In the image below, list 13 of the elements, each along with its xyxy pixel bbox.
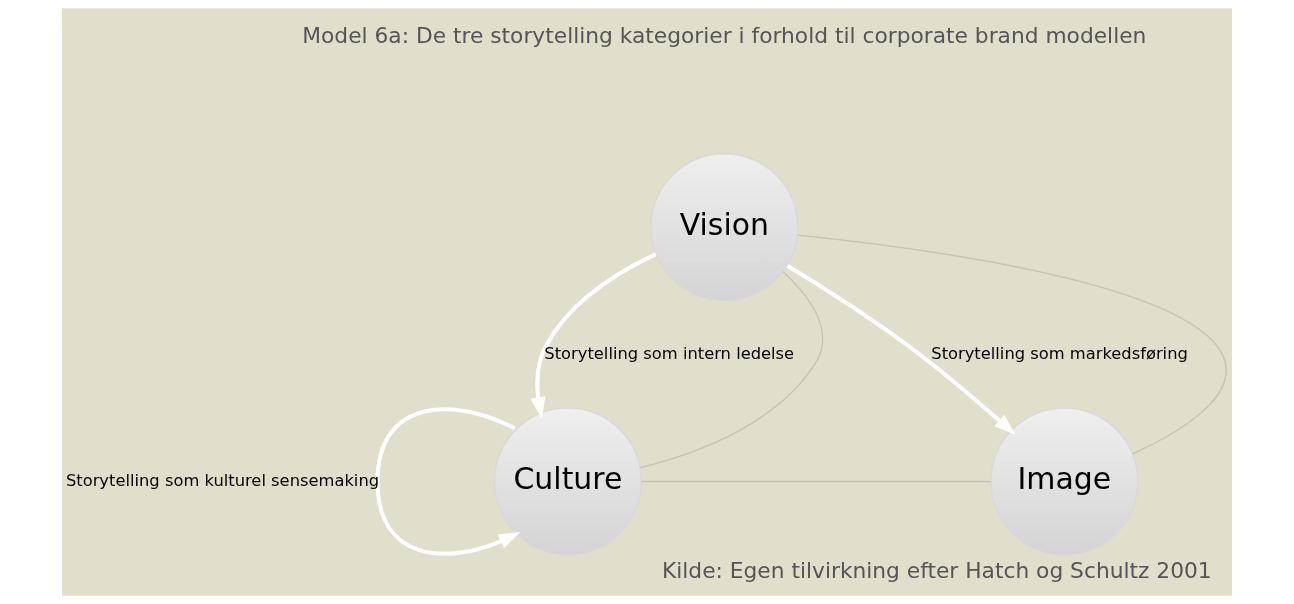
- connector: [639, 271, 824, 469]
- node-circle: Vision: [650, 153, 799, 302]
- diagram-title: Model 6a: De tre storytelling kategorier i forhold til corporate brand modellen: [302, 23, 1147, 49]
- node-circle: Culture: [493, 407, 643, 556]
- arrow: [375, 407, 521, 556]
- edge-label: Storytelling som markedsføring: [931, 343, 1188, 363]
- node-circle: Image: [990, 407, 1139, 556]
- connector: [797, 234, 1227, 455]
- arrow: [530, 252, 657, 420]
- edge-label: Storytelling som intern ledelse: [544, 343, 795, 363]
- arrow: [786, 263, 1016, 435]
- caption: Kilde: Egen tilvirkning efter Hatch og Schultz 2001: [662, 557, 1212, 583]
- edge-label: Storytelling som kulturel sensemaking: [65, 470, 380, 490]
